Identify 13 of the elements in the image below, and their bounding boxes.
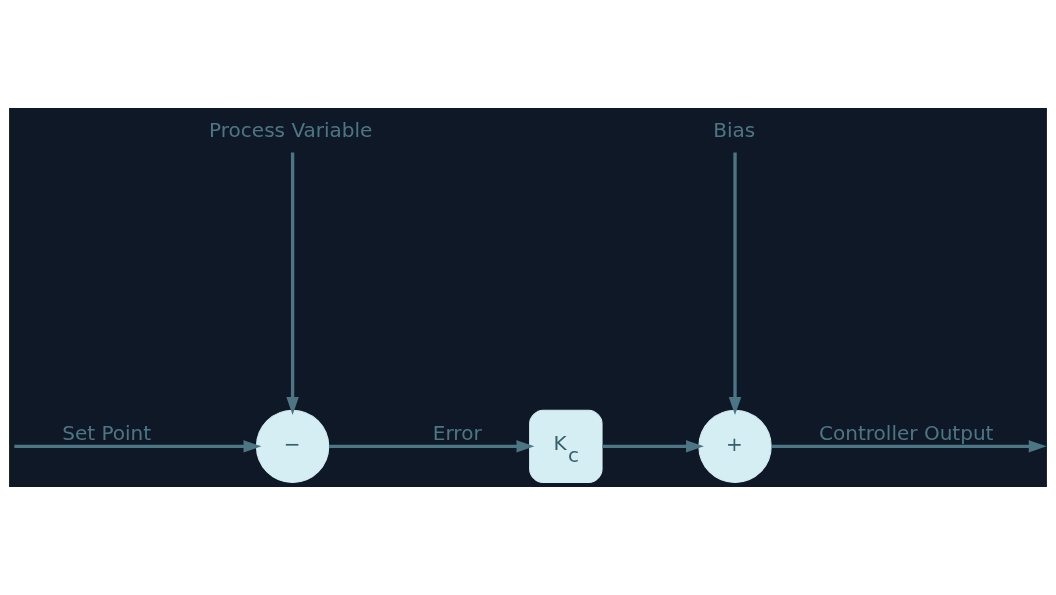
arrow <box>771 440 1047 453</box>
arrow <box>728 152 742 415</box>
edge-label: Set Point <box>62 421 152 446</box>
edge-label: Error <box>432 421 482 446</box>
node-circle: + <box>698 409 772 484</box>
node-text: Bias <box>713 118 756 143</box>
node-circle: − <box>255 409 330 484</box>
arrow <box>14 440 262 453</box>
arrow <box>286 152 299 415</box>
arrow <box>329 440 535 453</box>
edge-label: Controller Output <box>819 421 994 446</box>
arrow <box>602 440 704 453</box>
node-text: Process Variable <box>209 118 373 143</box>
